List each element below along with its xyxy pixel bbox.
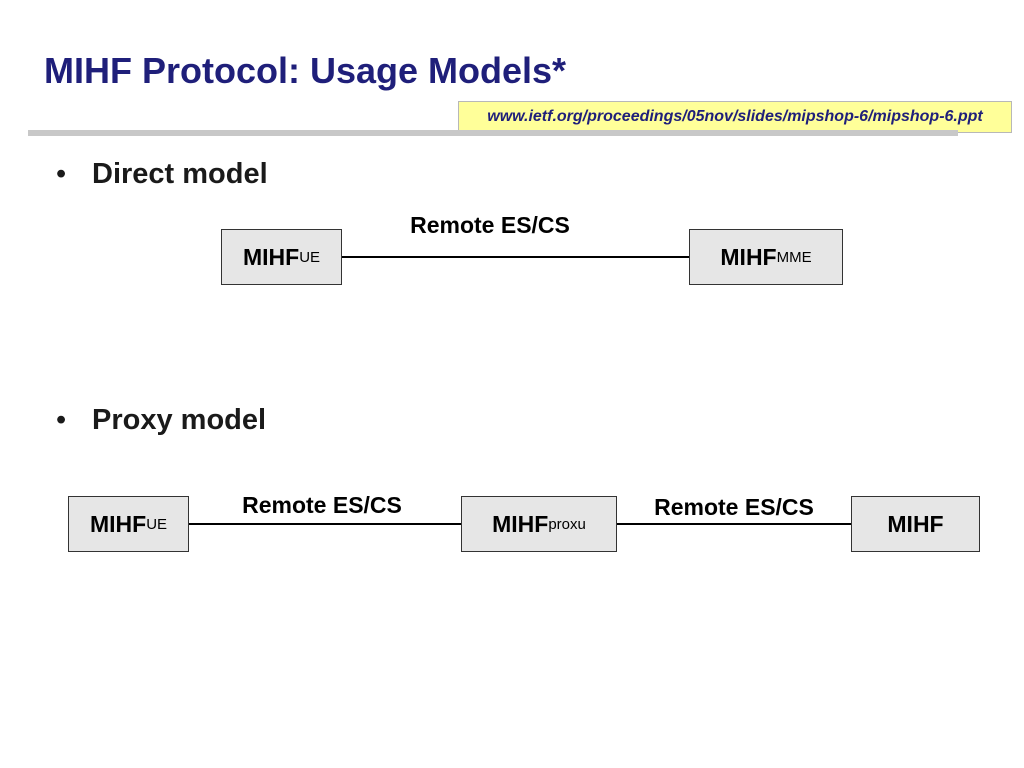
node-mihf: MIHF [851, 496, 980, 552]
bullet-label: Proxy model [92, 404, 267, 436]
node-subscript: MME [776, 248, 812, 266]
slide-title: MIHF Protocol: Usage Models* [44, 50, 567, 91]
link-proxy-2 [617, 523, 851, 525]
source-link[interactable]: www.ietf.org/proceedings/05nov/slides/mi… [458, 101, 1012, 133]
link-label-direct: Remote ES/CS [410, 212, 570, 238]
node-name: MIHF [720, 243, 777, 270]
node-name: MIHF [887, 510, 944, 537]
bullet-direct-model: • Direct model [56, 158, 268, 191]
node-name: MIHF [242, 243, 300, 270]
bullet-proxy-model: • Proxy model [56, 404, 266, 437]
title-divider [28, 130, 958, 136]
node-name: MIHF [89, 510, 147, 537]
node-subscript: UE [299, 248, 321, 266]
link-direct [342, 256, 689, 258]
link-label-proxy-1: Remote ES/CS [242, 492, 402, 518]
node-subscript: UE [146, 515, 168, 533]
link-label-proxy-2: Remote ES/CS [654, 494, 814, 520]
bullet-dot: • [56, 404, 67, 436]
bullet-label: Direct model [92, 158, 268, 190]
bullet-dot: • [56, 158, 67, 190]
node-name: MIHF [492, 510, 549, 537]
node-subscript: proxu [548, 515, 586, 533]
link-proxy-1 [189, 523, 461, 525]
